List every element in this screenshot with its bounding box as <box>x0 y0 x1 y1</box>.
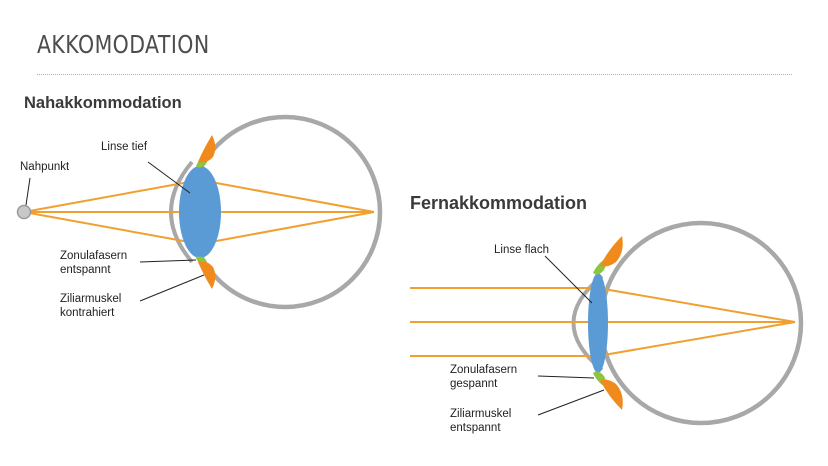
near-ciliary-label-line1: Ziliarmuskel <box>60 293 122 305</box>
far-eye <box>410 220 804 426</box>
near-accommodation-title: Nahakkommodation <box>24 94 182 112</box>
title-divider <box>37 74 792 75</box>
near-ciliary-label: Ziliarmuskel kontrahiert <box>60 292 121 320</box>
far-ciliary-label-line1: Ziliarmuskel <box>450 408 512 420</box>
near-lens-label: Linse tief <box>101 140 147 154</box>
far-pointer-lines <box>537 255 605 416</box>
near-ciliary-top <box>198 135 216 163</box>
far-zonula-label-line1: Zonulafasern <box>450 364 518 376</box>
near-lens <box>179 166 221 258</box>
far-zonula-label: Zonulafasern gespannt <box>450 363 517 391</box>
near-lens-label-text: Linse tief <box>101 141 148 153</box>
far-lens-label-text: Linse flach <box>494 244 549 256</box>
page-title: AKKOMODATION <box>37 30 210 59</box>
near-zonula-label-line2: entspannt <box>60 264 111 276</box>
far-lens-label: Linse flach <box>494 243 549 257</box>
near-zonula-label-line1: Zonulafasern <box>60 250 128 262</box>
near-zonula-label: Zonulafasern entspannt <box>60 249 127 277</box>
near-ciliary-label-line2: kontrahiert <box>60 307 115 319</box>
far-ciliary-top <box>600 236 623 267</box>
near-point-label: Nahpunkt <box>20 160 69 174</box>
near-point-dot <box>16 204 32 220</box>
far-accommodation-title: Fernakkommodation <box>410 193 588 213</box>
far-ciliary-label: Ziliarmuskel entspannt <box>450 407 511 435</box>
near-point-label-text: Nahpunkt <box>20 161 70 173</box>
near-pointer-lines <box>25 161 205 302</box>
far-ciliary-bottom <box>600 379 623 410</box>
far-zonula-label-line2: gespannt <box>450 378 498 390</box>
near-ciliary-bottom <box>198 261 216 289</box>
far-ciliary-label-line2: entspannt <box>450 422 501 434</box>
near-eye <box>16 114 383 310</box>
far-lens <box>588 273 608 373</box>
